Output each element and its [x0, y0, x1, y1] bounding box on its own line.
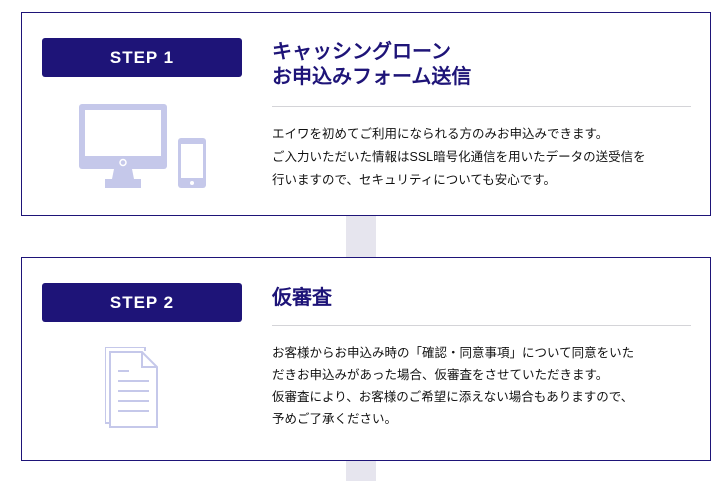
description-line: 予めご了承ください。 — [272, 412, 398, 426]
computer-and-smartphone-icon — [79, 104, 206, 188]
description-line: エイワを初めてご利用になられる方のみお申込みできます。 — [272, 127, 609, 141]
step-1-card: STEP 1 キャッシングローン お申込みフォーム送信 エイワを初めてご利用にな… — [21, 12, 711, 216]
step-description: お客様からお申込み時の「確認・同意事項」について同意をいた だきお申込みがあった… — [272, 342, 702, 430]
description-line: 行いますので、セキュリティについても安心です。 — [272, 173, 557, 187]
description-line: 仮審査により、お客様のご希望に添えない場合もありますので、 — [272, 390, 634, 404]
description-line: だきお申込みがあった場合、仮審査をさせていただきます。 — [272, 368, 609, 382]
step-2-card: STEP 2 仮審査 お客様からお申込み時の「確認・同意事項」について同意をいた… — [21, 257, 711, 461]
divider — [272, 325, 691, 326]
step-badge: STEP 1 — [42, 38, 242, 77]
step-title: 仮審査 — [272, 287, 332, 309]
description-line: ご入力いただいた情報はSSL暗号化通信を用いたデータの送受信を — [272, 150, 646, 164]
step-connector — [346, 461, 376, 481]
description-line: お客様からお申込み時の「確認・同意事項」について同意をいた — [272, 346, 635, 360]
step-badge: STEP 2 — [42, 283, 242, 322]
step-description: エイワを初めてご利用になられる方のみお申込みできます。 ご入力いただいた情報はS… — [272, 123, 702, 192]
step-title: キャッシングローン お申込みフォーム送信 — [272, 41, 472, 88]
document-icon — [105, 347, 158, 428]
step-connector — [346, 216, 376, 258]
divider — [272, 106, 691, 107]
